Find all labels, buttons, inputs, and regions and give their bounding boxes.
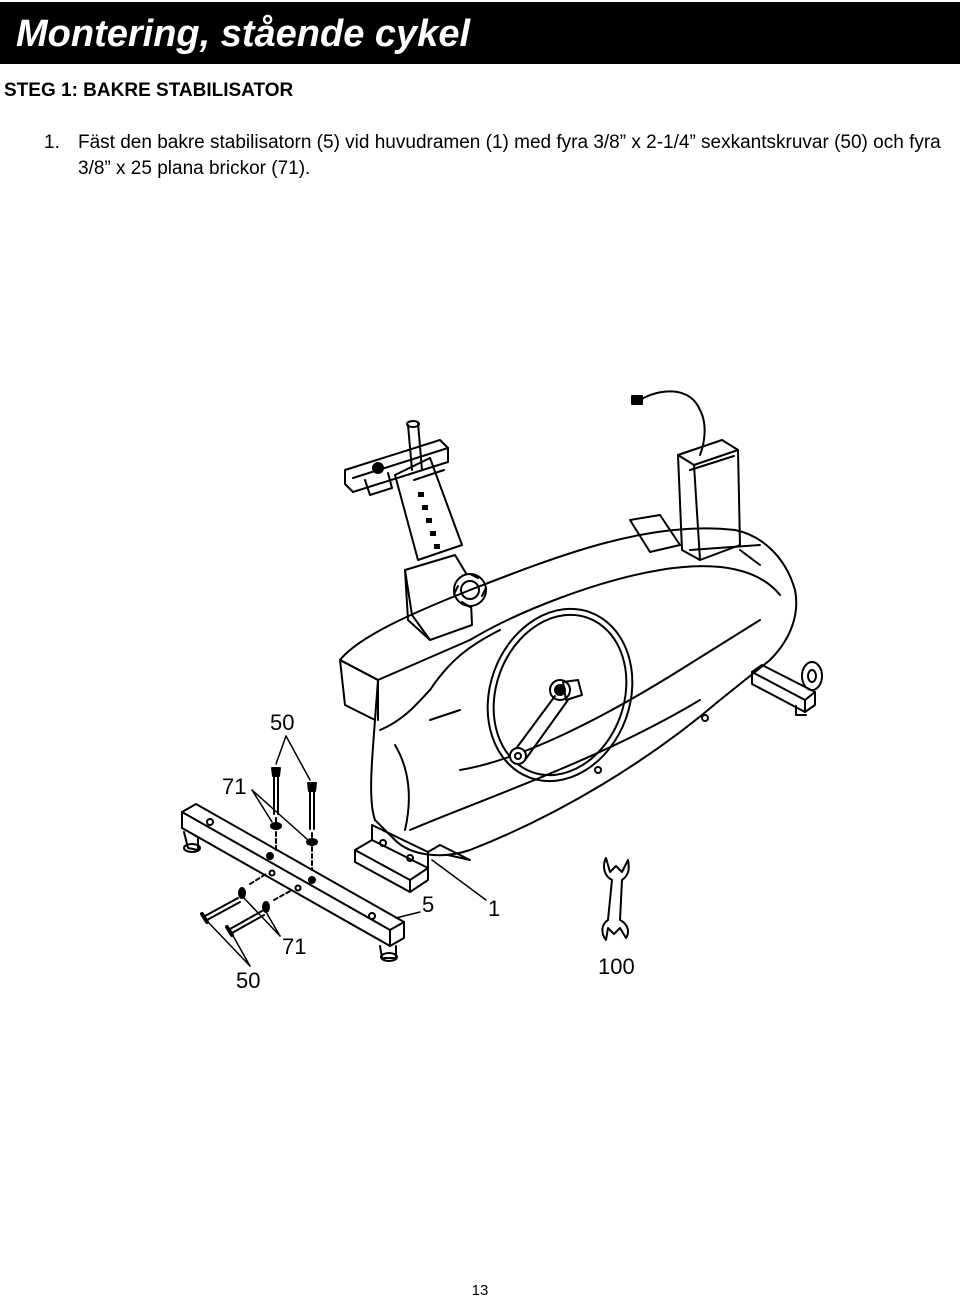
seat-knob	[404, 554, 487, 641]
washers-top	[270, 822, 318, 846]
page-number: 13	[471, 1282, 489, 1299]
handlebar-post	[677, 439, 741, 561]
front-stabilizer	[751, 661, 823, 716]
seat-post	[344, 420, 463, 561]
page-title: Montering, stående cykel	[16, 13, 471, 55]
instruction-text: Fäst den bakre stabilisatorn (5) vid huv…	[78, 132, 941, 179]
callout-washers-bottom: 71	[282, 934, 306, 959]
callout-washers-top: 71	[222, 774, 246, 799]
bolts-bottom	[200, 897, 265, 937]
washers-bottom	[238, 887, 270, 913]
instruction-item: 1. Fäst den bakre stabilisatorn (5) vid …	[44, 130, 954, 182]
callout-stabilizer: 5	[422, 892, 434, 917]
callout-main-frame: 1	[488, 896, 500, 921]
flywheel	[486, 607, 634, 783]
callout-wrench: 100	[598, 954, 635, 979]
crank-arm	[509, 679, 583, 765]
instruction-number: 1.	[44, 132, 60, 153]
wrench-icon	[601, 857, 630, 941]
bolts-top	[271, 767, 317, 871]
rear-bracket	[354, 824, 471, 893]
console-cable	[631, 390, 706, 456]
assembly-diagram: 50 71 5 1 71 50 100	[181, 390, 823, 993]
callout-bolts-bottom: 50	[236, 968, 260, 993]
leader-lines	[207, 735, 487, 967]
callout-bolts-top: 50	[270, 710, 294, 735]
rear-stabilizer	[181, 803, 405, 962]
step-heading: STEG 1: BAKRE STABILISATOR	[4, 80, 294, 101]
title-bar: Montering, stående cykel	[0, 2, 960, 64]
main-frame	[339, 514, 798, 857]
